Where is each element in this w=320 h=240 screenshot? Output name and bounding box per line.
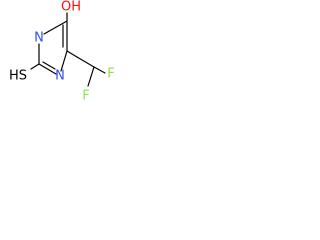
bond-c6-chf2 xyxy=(76,56,95,68)
bond-c2-sh xyxy=(30,63,40,70)
bond-c2-n1-double-inner xyxy=(42,61,56,70)
atom-label-n-top: N xyxy=(34,31,44,46)
chemical-structure-diagram: OH N N HS F F xyxy=(9,0,115,104)
atom-label-f-top: F xyxy=(107,67,114,82)
bond-c5-c6 xyxy=(66,50,78,58)
bond-chf2-f-top xyxy=(93,66,106,74)
atom-label-sh: HS xyxy=(9,69,27,84)
atom-label-f-bottom: F xyxy=(82,89,89,104)
bond-c6-n1 xyxy=(60,50,68,72)
bond-c2-n1 xyxy=(38,63,57,75)
atom-label-n-bottom: N xyxy=(55,69,65,84)
bond-chf2-f-bottom xyxy=(87,66,95,87)
bond-c4-n3 xyxy=(43,20,68,35)
atom-label-oh: OH xyxy=(61,0,81,15)
